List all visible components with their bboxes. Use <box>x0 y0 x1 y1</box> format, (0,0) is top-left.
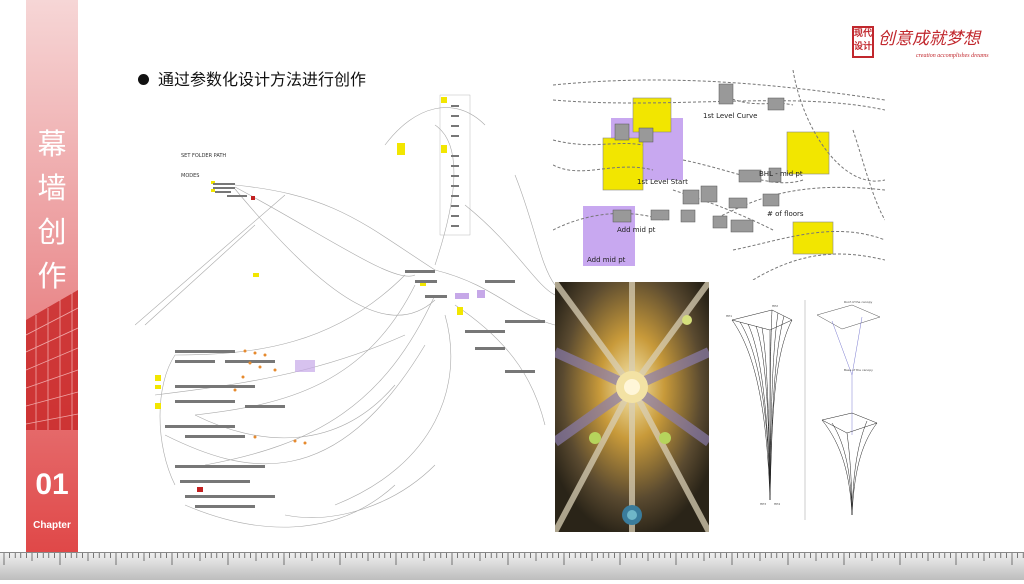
drawing-label: HP1 <box>726 314 732 318</box>
graph-closeup-canvas: 1st Level Curve 1st Level Start BHL - mi… <box>553 70 885 280</box>
drawing-label: Roof of the canopy <box>844 300 872 304</box>
chapter-title-char: 幕 <box>37 127 67 161</box>
graph-overview-canvas: SET FOLDER PATH MODES <box>135 94 555 528</box>
brand-logo: 现代设计 创意成就梦想 creation accomplishes dreams <box>852 20 1002 68</box>
chapter-title: 幕 墙 创 作 <box>26 122 78 298</box>
cathedral-photo-art <box>555 282 709 532</box>
column-structure-drawings: HP1 HP2 HP3 HP4 Roof of the canopy Base … <box>712 295 892 525</box>
ruler-ticks <box>3 553 1024 565</box>
group-label: BHL - mid pt <box>759 170 803 178</box>
group-label: 1st Level Start <box>637 178 688 186</box>
logo-badge: 现代设计 <box>852 26 874 58</box>
parametric-graph-overview: SET FOLDER PATH MODES <box>135 85 555 545</box>
chapter-sidebar: 幕 墙 创 作 01 Chapter <box>26 0 78 552</box>
bottom-ruler <box>0 552 1024 580</box>
chapter-title-char: 创 <box>37 215 67 249</box>
drawing-label: HP3 <box>760 502 766 506</box>
cathedral-ceiling-photo <box>555 282 709 532</box>
chapter-title-char: 作 <box>37 259 67 293</box>
chapter-number: 01 <box>35 468 69 501</box>
logo-slogan: 创意成就梦想 <box>878 29 980 49</box>
graph-label: MODES <box>181 173 199 179</box>
group-label: 1st Level Curve <box>703 112 757 120</box>
column-drawings-art: HP1 HP2 HP3 HP4 Roof of the canopy Base … <box>726 300 881 520</box>
drawing-label: Base of the canopy <box>844 368 873 372</box>
glass-building-graphic <box>26 290 78 430</box>
chapter-title-char: 墙 <box>37 171 67 205</box>
slide-heading: 通过参数化设计方法进行创作 <box>158 70 367 89</box>
graph-label: SET FOLDER PATH <box>181 153 226 159</box>
drawing-label: HP2 <box>772 304 778 308</box>
bullet-icon <box>138 74 149 85</box>
drawing-label: HP4 <box>774 502 780 506</box>
group-label: Add mid pt <box>587 256 626 264</box>
logo-subtitle: creation accomplishes dreams <box>916 53 989 59</box>
group-label: # of floors <box>767 210 804 218</box>
parametric-graph-closeup: 1st Level Curve 1st Level Start BHL - mi… <box>553 70 885 280</box>
group-label: Add mid pt <box>617 226 656 234</box>
chapter-label: Chapter <box>33 520 71 531</box>
